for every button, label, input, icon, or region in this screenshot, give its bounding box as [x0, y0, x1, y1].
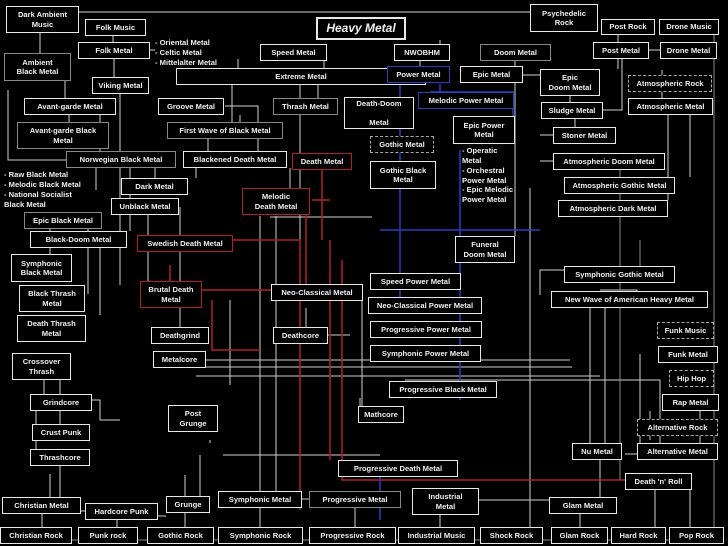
node-progressive-rock[interactable]: Progressive Rock	[309, 527, 396, 544]
node-melodic-power-metal[interactable]: Melodic Power Metal	[418, 92, 514, 109]
node-symphonic-metal[interactable]: Symphonic Metal	[218, 491, 302, 508]
node-progressive-death-metal[interactable]: Progressive Death Metal	[338, 460, 458, 477]
node-hip-hop[interactable]: Hip Hop	[669, 370, 714, 387]
node-christian-rock[interactable]: Christian Rock	[0, 527, 72, 544]
node-drone-metal[interactable]: Drone Metal	[660, 42, 717, 59]
node-post-grunge[interactable]: Post Grunge	[168, 405, 218, 432]
node-industrial-music[interactable]: Industrial Music	[398, 527, 475, 544]
node-gothic-rock[interactable]: Gothic Rock	[147, 527, 214, 544]
node-mathcore[interactable]: Mathcore	[358, 406, 404, 423]
node-post-metal[interactable]: Post Metal	[593, 42, 649, 59]
black-subgenre-list: - Raw Black Metal - Melodic Black Metal …	[4, 170, 81, 209]
node-folk-music[interactable]: Folk Music	[85, 19, 146, 36]
node-glam-rock[interactable]: Glam Rock	[551, 527, 608, 544]
node-death-n-roll[interactable]: Death 'n' Roll	[625, 473, 692, 490]
node-pop-rock[interactable]: Pop Rock	[669, 527, 724, 544]
node-symphonic-gothic-metal[interactable]: Symphonic Gothic Metal	[564, 266, 675, 283]
node-folk-metal[interactable]: Folk Metal	[78, 42, 150, 59]
node-gothic-black-metal[interactable]: Gothic Black Metal	[370, 161, 436, 189]
node-progressive-black-metal[interactable]: Progressive Black Metal	[389, 381, 497, 398]
node-gothic-metal[interactable]: Gothic Metal	[370, 136, 434, 153]
node-nu-metal[interactable]: Nu Metal	[572, 443, 622, 460]
node-neo-classical-power-metal[interactable]: Neo-Classical Power Metal	[368, 297, 482, 314]
node-atmospheric-doom-metal[interactable]: Atmospheric Doom Metal	[553, 153, 665, 170]
node-shock-rock[interactable]: Shock Rock	[480, 527, 543, 544]
node-atmospheric-metal[interactable]: Atmospheric Metal	[628, 98, 713, 115]
node-death-metal[interactable]: Death Metal	[292, 153, 352, 170]
node-nwobhm[interactable]: NWOBHM	[394, 44, 450, 61]
node-doom-metal[interactable]: Doom Metal	[480, 44, 551, 61]
node-progressive-power-metal[interactable]: Progressive Power Metal	[370, 321, 482, 338]
node-ambient-black-metal[interactable]: Ambient Black Metal	[4, 53, 71, 81]
node-deathgrind[interactable]: Deathgrind	[151, 327, 209, 344]
node-melodic-death-metal[interactable]: Melodic Death Metal	[242, 188, 310, 215]
node-alternative-metal[interactable]: Alternative Metal	[637, 443, 718, 460]
node-grunge[interactable]: Grunge	[166, 496, 210, 513]
node-nwoahm[interactable]: New Wave of American Heavy Metal	[551, 291, 708, 308]
node-hard-rock[interactable]: Hard Rock	[611, 527, 666, 544]
node-swedish-death-metal[interactable]: Swedish Death Metal	[137, 235, 233, 252]
heavy-metal-root-node[interactable]: Heavy Metal	[316, 17, 406, 40]
node-deathcore[interactable]: Deathcore	[273, 327, 328, 344]
node-viking-metal[interactable]: Viking Metal	[92, 77, 149, 94]
node-power-metal[interactable]: Power Metal	[387, 66, 450, 83]
node-epic-metal[interactable]: Epic Metal	[460, 66, 523, 83]
node-speed-power-metal[interactable]: Speed Power Metal	[370, 273, 461, 290]
node-atmospheric-gothic-metal[interactable]: Atmospheric Gothic Metal	[564, 177, 675, 194]
node-neo-classical-metal[interactable]: Neo-Classical Metal	[271, 284, 363, 301]
node-post-rock[interactable]: Post Rock	[601, 19, 655, 35]
node-first-wave-black-metal[interactable]: First Wave of Black Metal	[167, 122, 283, 139]
folk-subgenre-list: - Oriental Metal - Celtic Metal - Mittel…	[155, 38, 218, 67]
node-avantgarde-black-metal[interactable]: Avant-garde Black Metal	[17, 122, 109, 149]
node-avantgarde-metal[interactable]: Avant-garde Metal	[24, 98, 116, 115]
node-stoner-metal[interactable]: Stoner Metal	[553, 127, 616, 144]
node-punk-rock[interactable]: Punk rock	[78, 527, 138, 544]
node-hardcore-punk[interactable]: Hardcore Punk	[85, 503, 158, 520]
node-dark-metal[interactable]: Dark Metal	[121, 178, 188, 195]
node-death-thrash-metal[interactable]: Death Thrash Metal	[17, 315, 86, 342]
node-funk-music[interactable]: Funk Music	[657, 322, 714, 339]
node-extreme-metal[interactable]: Extreme Metal	[176, 68, 426, 85]
node-glam-metal[interactable]: Glam Metal	[549, 497, 617, 514]
node-thrash-metal[interactable]: Thrash Metal	[273, 98, 338, 115]
node-brutal-death-metal[interactable]: Brutal Death Metal	[140, 281, 202, 308]
node-black-thrash-metal[interactable]: Black Thrash Metal	[19, 285, 85, 312]
node-groove-metal[interactable]: Groove Metal	[158, 98, 224, 115]
power-subgenre-list: - Operatic Metal - Orchestral Power Meta…	[462, 146, 514, 205]
node-grindcore[interactable]: Grindcore	[30, 394, 92, 411]
node-death-doom-metal[interactable]: Death-Doom Metal	[344, 97, 414, 129]
node-rap-metal[interactable]: Rap Metal	[662, 394, 719, 411]
node-sludge-metal[interactable]: Sludge Metal	[541, 102, 603, 119]
node-symphonic-black-metal[interactable]: Symphonic Black Metal	[11, 254, 72, 282]
node-symphonic-power-metal[interactable]: Symphonic Power Metal	[370, 345, 481, 362]
node-symphonic-rock[interactable]: Symphonic Rock	[218, 527, 303, 544]
node-drone-music[interactable]: Drone Music	[659, 19, 719, 35]
node-unblack-metal[interactable]: Unblack Metal	[111, 198, 179, 215]
node-black-doom-metal[interactable]: Black-Doom Metal	[30, 231, 127, 248]
node-alternative-rock[interactable]: Alternative Rock	[637, 419, 718, 436]
node-industrial-metal[interactable]: Industrial Metal	[412, 488, 479, 515]
node-dark-ambient-music[interactable]: Dark Ambient Music	[6, 6, 79, 33]
node-psychedelic-rock[interactable]: Psychedelic Rock	[530, 4, 598, 32]
node-thrashcore[interactable]: Thrashcore	[30, 449, 90, 466]
node-crossover-thrash[interactable]: Crossover Thrash	[12, 353, 71, 380]
node-epic-power-metal[interactable]: Epic Power Metal	[453, 116, 515, 144]
node-atmospheric-dark-metal[interactable]: Atmospheric Dark Metal	[558, 200, 668, 217]
node-epic-doom-metal[interactable]: Epic Doom Metal	[540, 69, 600, 96]
node-funk-metal[interactable]: Funk Metal	[658, 346, 718, 363]
node-progressive-metal[interactable]: Progressive Metal	[309, 491, 401, 508]
node-christian-metal[interactable]: Christian Metal	[2, 497, 81, 514]
node-speed-metal[interactable]: Speed Metal	[260, 44, 327, 61]
node-crust-punk[interactable]: Crust Punk	[32, 424, 90, 441]
node-epic-black-metal[interactable]: Epic Black Metal	[24, 212, 102, 229]
node-norwegian-black-metal[interactable]: Norwegian Black Metal	[66, 151, 176, 168]
node-funeral-doom-metal[interactable]: Funeral Doom Metal	[455, 236, 515, 263]
node-blackened-death-metal[interactable]: Blackened Death Metal	[183, 151, 287, 168]
node-atmospheric-rock[interactable]: Atmospheric Rock	[628, 75, 712, 92]
node-metalcore[interactable]: Metalcore	[153, 351, 206, 368]
